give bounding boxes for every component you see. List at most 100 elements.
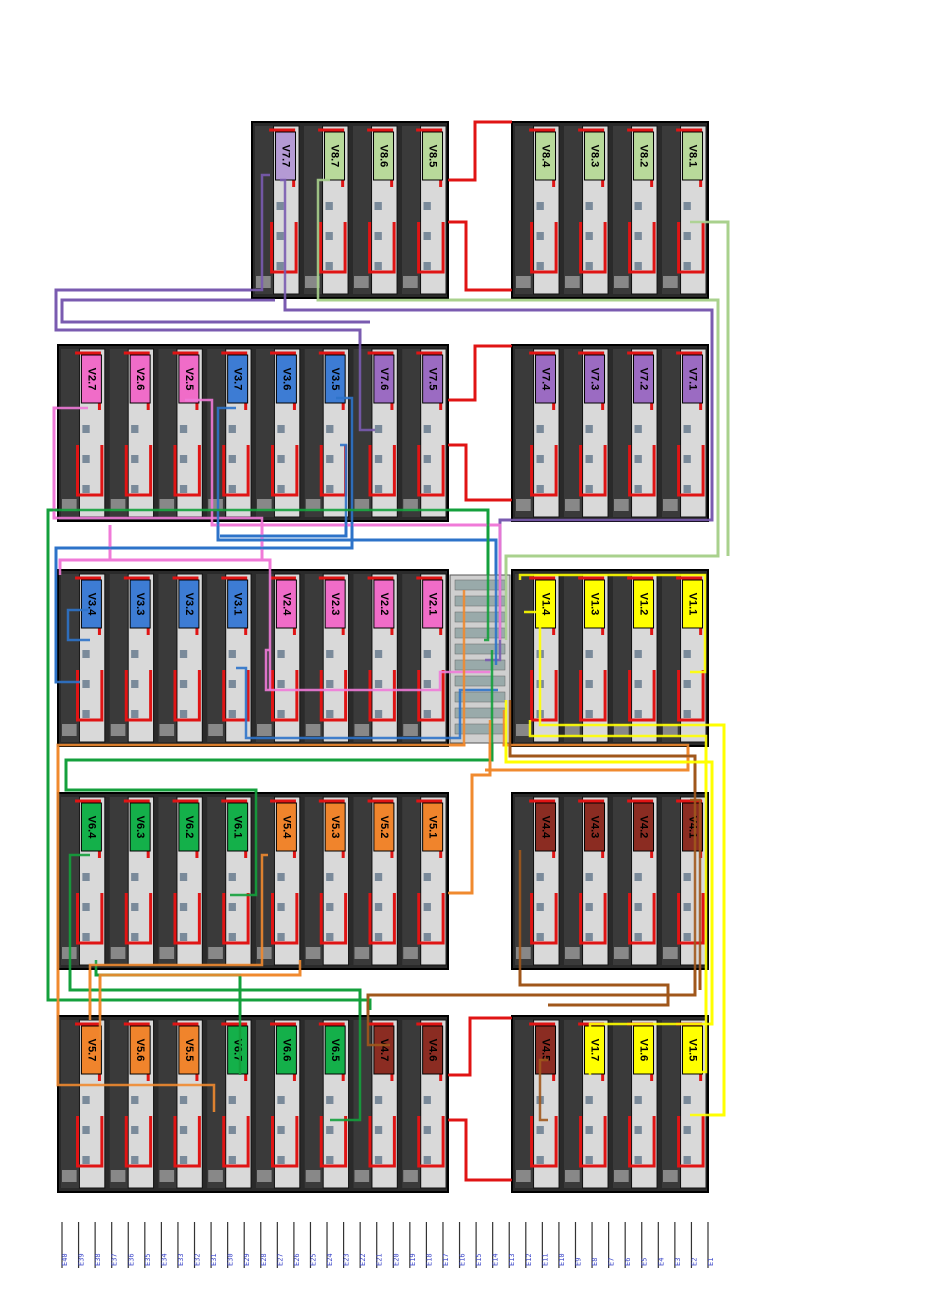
svg-text:E35: E35 <box>144 1253 152 1266</box>
port <box>634 710 642 718</box>
port <box>228 650 236 658</box>
vlan-label: V7.4 <box>535 354 557 404</box>
port <box>228 455 236 463</box>
svg-text:V2.2: V2.2 <box>378 593 390 616</box>
vlan-label: V3.1 <box>227 579 249 629</box>
psu <box>110 1170 126 1182</box>
cable-overlay <box>448 720 492 895</box>
psu <box>208 947 223 959</box>
ruler-mark: E17 <box>442 1222 450 1268</box>
cable-overlay <box>448 1016 512 1077</box>
port <box>585 232 593 240</box>
svg-text:V5.7: V5.7 <box>85 1039 97 1062</box>
ruler-mark: E8 <box>591 1222 599 1268</box>
cable-overlay <box>46 508 490 1010</box>
svg-text:V7.1: V7.1 <box>687 368 699 391</box>
psu <box>305 947 321 959</box>
blade-bay <box>304 797 324 965</box>
port <box>683 485 691 493</box>
blade-bay <box>256 1020 275 1188</box>
cable-overlay <box>108 525 272 690</box>
ruler-mark: E11 <box>541 1222 549 1268</box>
port <box>179 1156 188 1164</box>
port <box>131 710 139 718</box>
svg-text:V3.3: V3.3 <box>134 593 146 616</box>
blade-bay <box>353 126 372 294</box>
port <box>585 1126 593 1134</box>
svg-text:V5.4: V5.4 <box>280 816 292 840</box>
port <box>683 650 691 658</box>
svg-text:E38: E38 <box>94 1253 102 1266</box>
ruler-mark: E21 <box>376 1222 384 1268</box>
ruler-mark: E40 <box>61 1222 69 1268</box>
vlan-label: V8.4 <box>535 131 557 181</box>
vlan-label: V3.5 <box>324 354 346 404</box>
ruler-mark: E1 <box>707 1222 715 1268</box>
blade-bay <box>109 574 129 742</box>
psu <box>516 499 531 511</box>
port <box>634 1096 642 1104</box>
psu <box>305 499 321 511</box>
cable-overlay <box>236 666 498 740</box>
svg-text:V3.2: V3.2 <box>183 593 195 616</box>
svg-text:E26: E26 <box>293 1253 301 1266</box>
port <box>82 1156 90 1164</box>
vlan-label: V6.5 <box>324 1025 346 1075</box>
port <box>326 1096 334 1104</box>
port <box>326 1126 334 1134</box>
port <box>374 1156 383 1164</box>
svg-text:V2.7: V2.7 <box>85 368 97 391</box>
port <box>536 485 544 493</box>
port <box>82 425 90 433</box>
svg-text:V4.1: V4.1 <box>687 816 699 839</box>
svg-text:E25: E25 <box>309 1253 317 1266</box>
ruler-mark: E35 <box>144 1222 152 1268</box>
cable-overlay <box>448 344 512 402</box>
blade-bay <box>256 349 275 517</box>
port <box>277 933 285 941</box>
port <box>131 873 139 881</box>
blade-bay <box>613 126 632 294</box>
port <box>585 933 593 941</box>
port <box>179 425 188 433</box>
cable-overlay <box>264 648 490 692</box>
blade-bay <box>207 797 226 965</box>
svg-text:V4.3: V4.3 <box>589 816 601 839</box>
ruler-mark: E16 <box>459 1222 467 1268</box>
svg-text:V4.4: V4.4 <box>540 816 552 840</box>
port <box>423 485 431 493</box>
svg-text:V4.7: V4.7 <box>378 1039 390 1062</box>
blade-bay <box>304 574 324 742</box>
svg-text:V2.5: V2.5 <box>183 368 195 391</box>
port <box>277 903 285 911</box>
blade-bay <box>109 1020 129 1188</box>
svg-text:E29: E29 <box>243 1253 251 1266</box>
ruler-mark: E13 <box>508 1222 516 1268</box>
blade-bay <box>255 126 274 294</box>
svg-text:E33: E33 <box>177 1253 185 1266</box>
ruler-mark: E32 <box>194 1222 202 1268</box>
port <box>228 1096 236 1104</box>
blade-bay <box>304 1020 324 1188</box>
vlan-label: V1.2 <box>633 579 655 629</box>
port <box>179 680 188 688</box>
vlan-label: V7.2 <box>633 354 655 404</box>
vlan-label: V6.6 <box>275 1025 297 1075</box>
port <box>277 873 285 881</box>
cable-overlay <box>528 720 708 1074</box>
port <box>683 232 691 240</box>
port <box>326 455 334 463</box>
blade-bay <box>402 349 421 517</box>
port <box>228 1156 236 1164</box>
vlan-label: V5.3 <box>324 802 346 852</box>
psu <box>305 724 321 736</box>
blade-bay <box>353 1020 373 1188</box>
port <box>585 485 593 493</box>
blade-bay <box>662 1020 681 1188</box>
port <box>179 455 188 463</box>
psu <box>159 499 175 511</box>
svg-text:V7.2: V7.2 <box>638 368 650 391</box>
blade-bay <box>158 797 178 965</box>
psu <box>516 1170 531 1182</box>
svg-text:E40: E40 <box>61 1253 69 1266</box>
